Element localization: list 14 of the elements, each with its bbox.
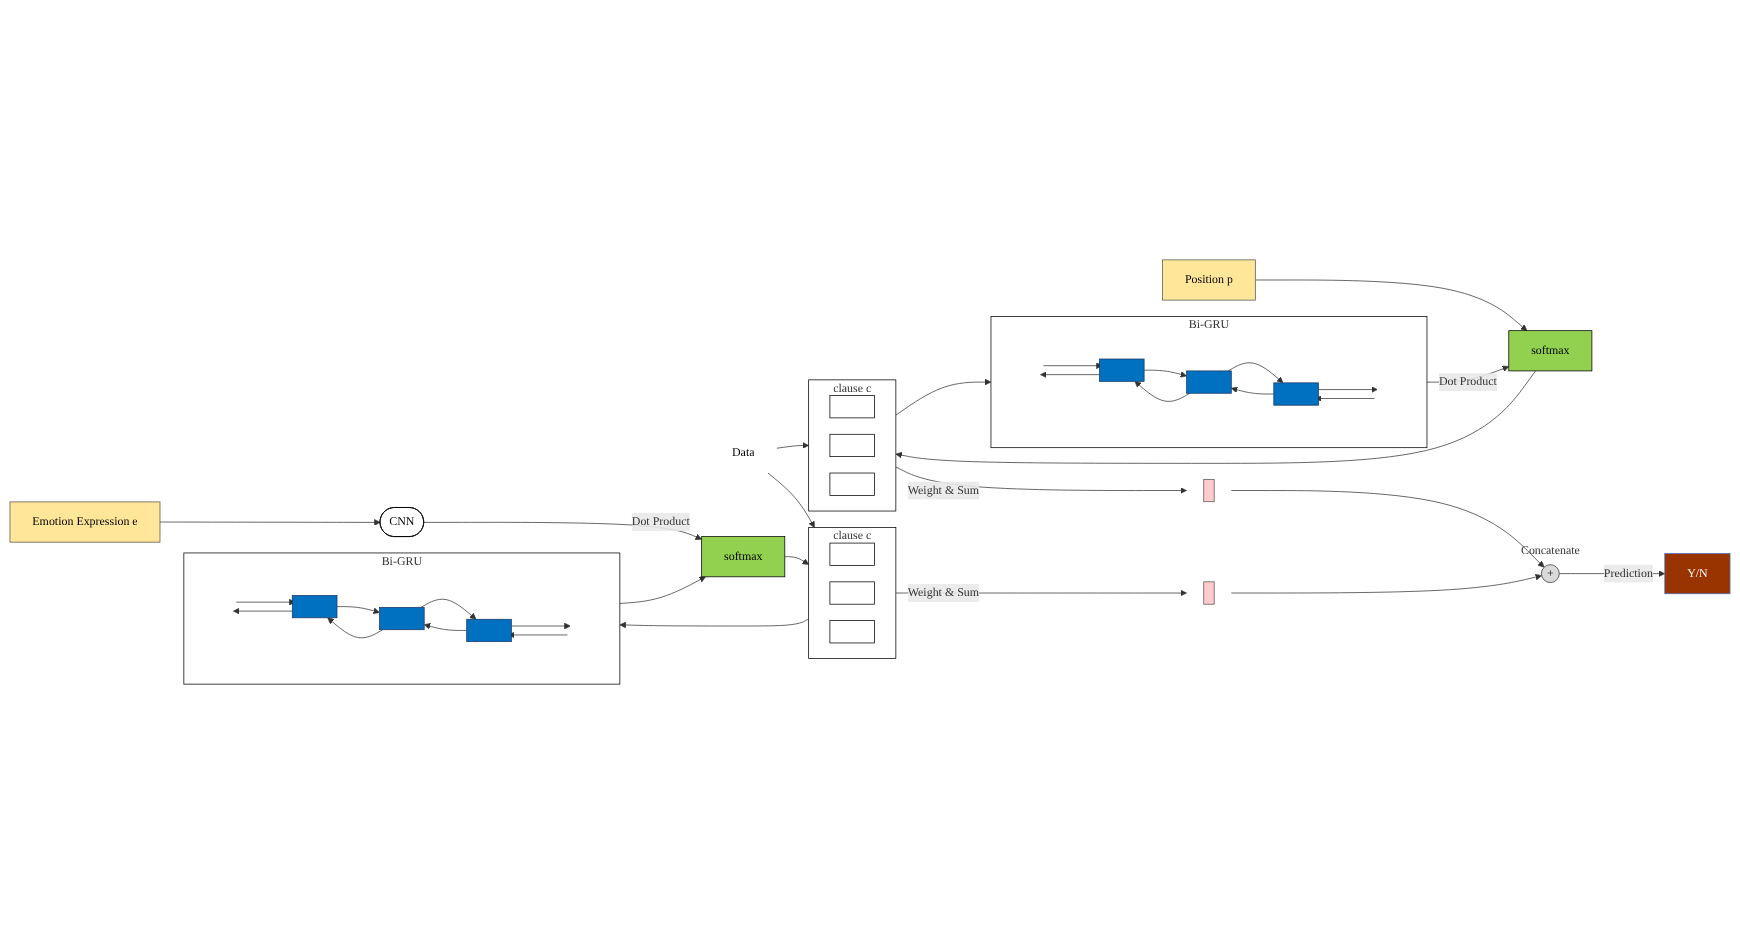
gru-cell — [1099, 358, 1145, 382]
gru-cell — [466, 618, 512, 643]
clause-slot — [829, 620, 875, 644]
weighted-sum-bar — [1203, 581, 1215, 605]
gru-cell — [1273, 382, 1319, 406]
clause-slot — [829, 581, 875, 605]
clause-slot — [829, 472, 875, 496]
weighted-sum-bar — [1203, 479, 1215, 503]
clause-slot — [829, 542, 875, 566]
clause-slot — [829, 395, 875, 419]
gru-cell — [379, 607, 425, 631]
clause-slot — [829, 433, 875, 457]
gru-cell — [1186, 370, 1232, 394]
gru-cell — [291, 595, 338, 619]
